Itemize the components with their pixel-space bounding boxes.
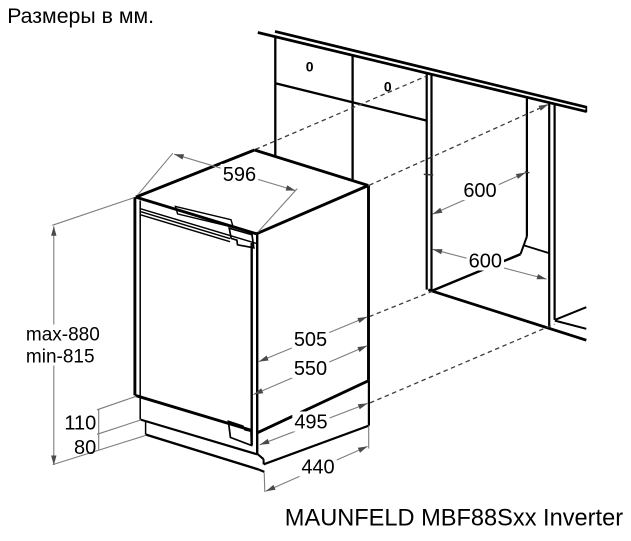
svg-text:596: 596 bbox=[223, 164, 256, 186]
svg-text:Размеры в мм.: Размеры в мм. bbox=[7, 4, 154, 28]
svg-text:495: 495 bbox=[294, 412, 327, 434]
svg-text:min-815: min-815 bbox=[26, 346, 95, 367]
svg-text:MAUNFELD MBF88Sxx Inverter: MAUNFELD MBF88Sxx Inverter bbox=[285, 506, 623, 532]
svg-text:max-880: max-880 bbox=[26, 324, 100, 345]
svg-text:600: 600 bbox=[463, 180, 496, 202]
svg-text:550: 550 bbox=[294, 358, 327, 380]
svg-text:80: 80 bbox=[74, 437, 96, 459]
svg-text:505: 505 bbox=[294, 329, 327, 351]
svg-text:0: 0 bbox=[384, 78, 392, 94]
svg-text:0: 0 bbox=[306, 58, 314, 74]
svg-text:110: 110 bbox=[64, 413, 96, 435]
svg-text:440: 440 bbox=[301, 457, 334, 479]
svg-text:600: 600 bbox=[469, 251, 502, 273]
